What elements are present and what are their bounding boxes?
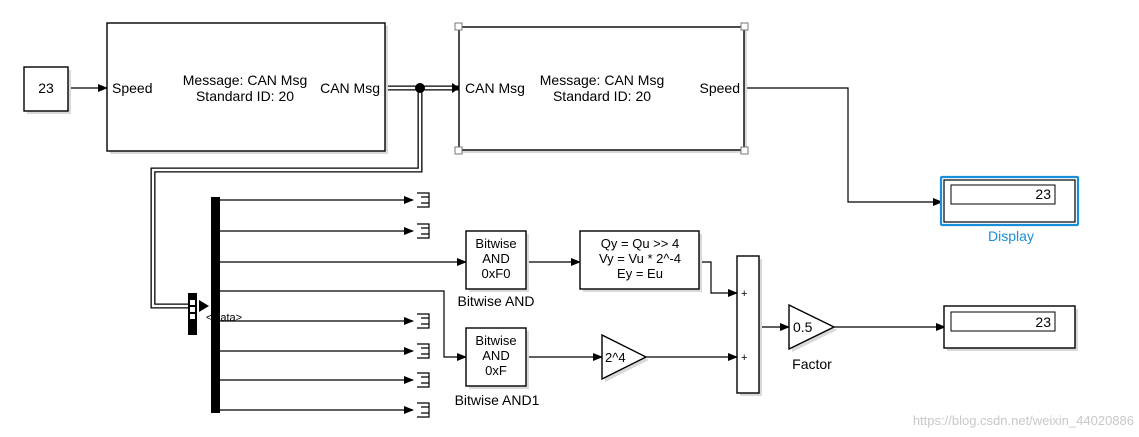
can-unpack-in-port: CAN Msg (465, 80, 525, 96)
terminator-4[interactable] (417, 343, 430, 359)
can-unpack-block[interactable]: CAN Msg Message: CAN Msg Standard ID: 20… (454, 22, 749, 155)
selection-handles (454, 22, 749, 155)
can-bus-branch[interactable] (150, 88, 423, 309)
conversion-line3: Ey = Eu (617, 266, 663, 281)
bitwise-and1-line1: Bitwise (475, 333, 516, 348)
sum-block[interactable]: + + (736, 255, 762, 396)
terminator-6[interactable] (417, 402, 430, 418)
bus-out-4[interactable] (219, 290, 467, 361)
gain-shift-block[interactable]: 2^4 (601, 333, 649, 382)
bitwise-and-label: Bitwise AND (457, 293, 534, 309)
bus-selector-block[interactable]: <Data> (188, 197, 242, 413)
bitwise-and-mask: 0xF0 (482, 266, 511, 281)
display-label: Display (988, 228, 1034, 244)
can-unpack-id: Standard ID: 20 (553, 88, 651, 104)
signal-conversion-to-sum[interactable] (700, 261, 738, 297)
bitwise-and-line1: Bitwise (475, 236, 516, 251)
sum-sign-1: + (741, 288, 747, 300)
can-unpack-out-port: Speed (700, 80, 740, 96)
display-value: 23 (1035, 186, 1051, 202)
terminator-3[interactable] (417, 313, 430, 329)
conversion-line2: Vy = Vu * 2^-4 (599, 251, 681, 266)
terminators (417, 192, 430, 418)
bitwise-and1-mask: 0xF (485, 363, 507, 378)
terminator-5[interactable] (417, 372, 430, 388)
bitwise-and1-block[interactable]: Bitwise AND 0xF Bitwise AND1 (455, 327, 540, 408)
signal-lines (69, 83, 946, 414)
can-pack-id: Standard ID: 20 (196, 88, 294, 104)
watermark: https://blog.csdn.net/weixin_44020886 (913, 413, 1134, 428)
can-pack-in-port: Speed (112, 80, 152, 96)
can-pack-out-port: CAN Msg (320, 80, 380, 96)
sum-sign-2: + (741, 352, 747, 364)
bitwise-and-block[interactable]: Bitwise AND 0xF0 Bitwise AND (457, 230, 535, 309)
terminator-1[interactable] (417, 192, 430, 208)
display2-value: 23 (1035, 314, 1051, 330)
can-unpack-message: Message: CAN Msg (540, 72, 664, 88)
display-block[interactable]: 23 Display (939, 175, 1080, 244)
factor-gain-block[interactable]: 0.5 Factor (788, 303, 837, 372)
can-pack-block[interactable]: Speed Message: CAN Msg Standard ID: 20 C… (106, 22, 388, 154)
data-type-conversion-block[interactable]: Qy = Qu >> 4 Vy = Vu * 2^-4 Ey = Eu (579, 230, 702, 292)
gain-shift-value: 2^4 (605, 350, 626, 365)
terminator-2[interactable] (417, 223, 430, 239)
display2-block[interactable]: 23 (943, 305, 1078, 351)
bus-selector-port-label: <Data> (206, 312, 242, 324)
bitwise-and1-label: Bitwise AND1 (455, 392, 540, 408)
constant-block[interactable]: 23 (23, 66, 71, 114)
factor-label: Factor (792, 356, 832, 372)
can-pack-message: Message: CAN Msg (183, 72, 307, 88)
constant-value: 23 (38, 80, 54, 96)
bitwise-and1-line2: AND (482, 348, 509, 363)
signal-speed-to-display[interactable] (744, 87, 943, 206)
bitwise-and-line2: AND (482, 251, 509, 266)
factor-value: 0.5 (793, 319, 813, 335)
conversion-line1: Qy = Qu >> 4 (601, 236, 679, 251)
branch-junction (415, 83, 425, 93)
